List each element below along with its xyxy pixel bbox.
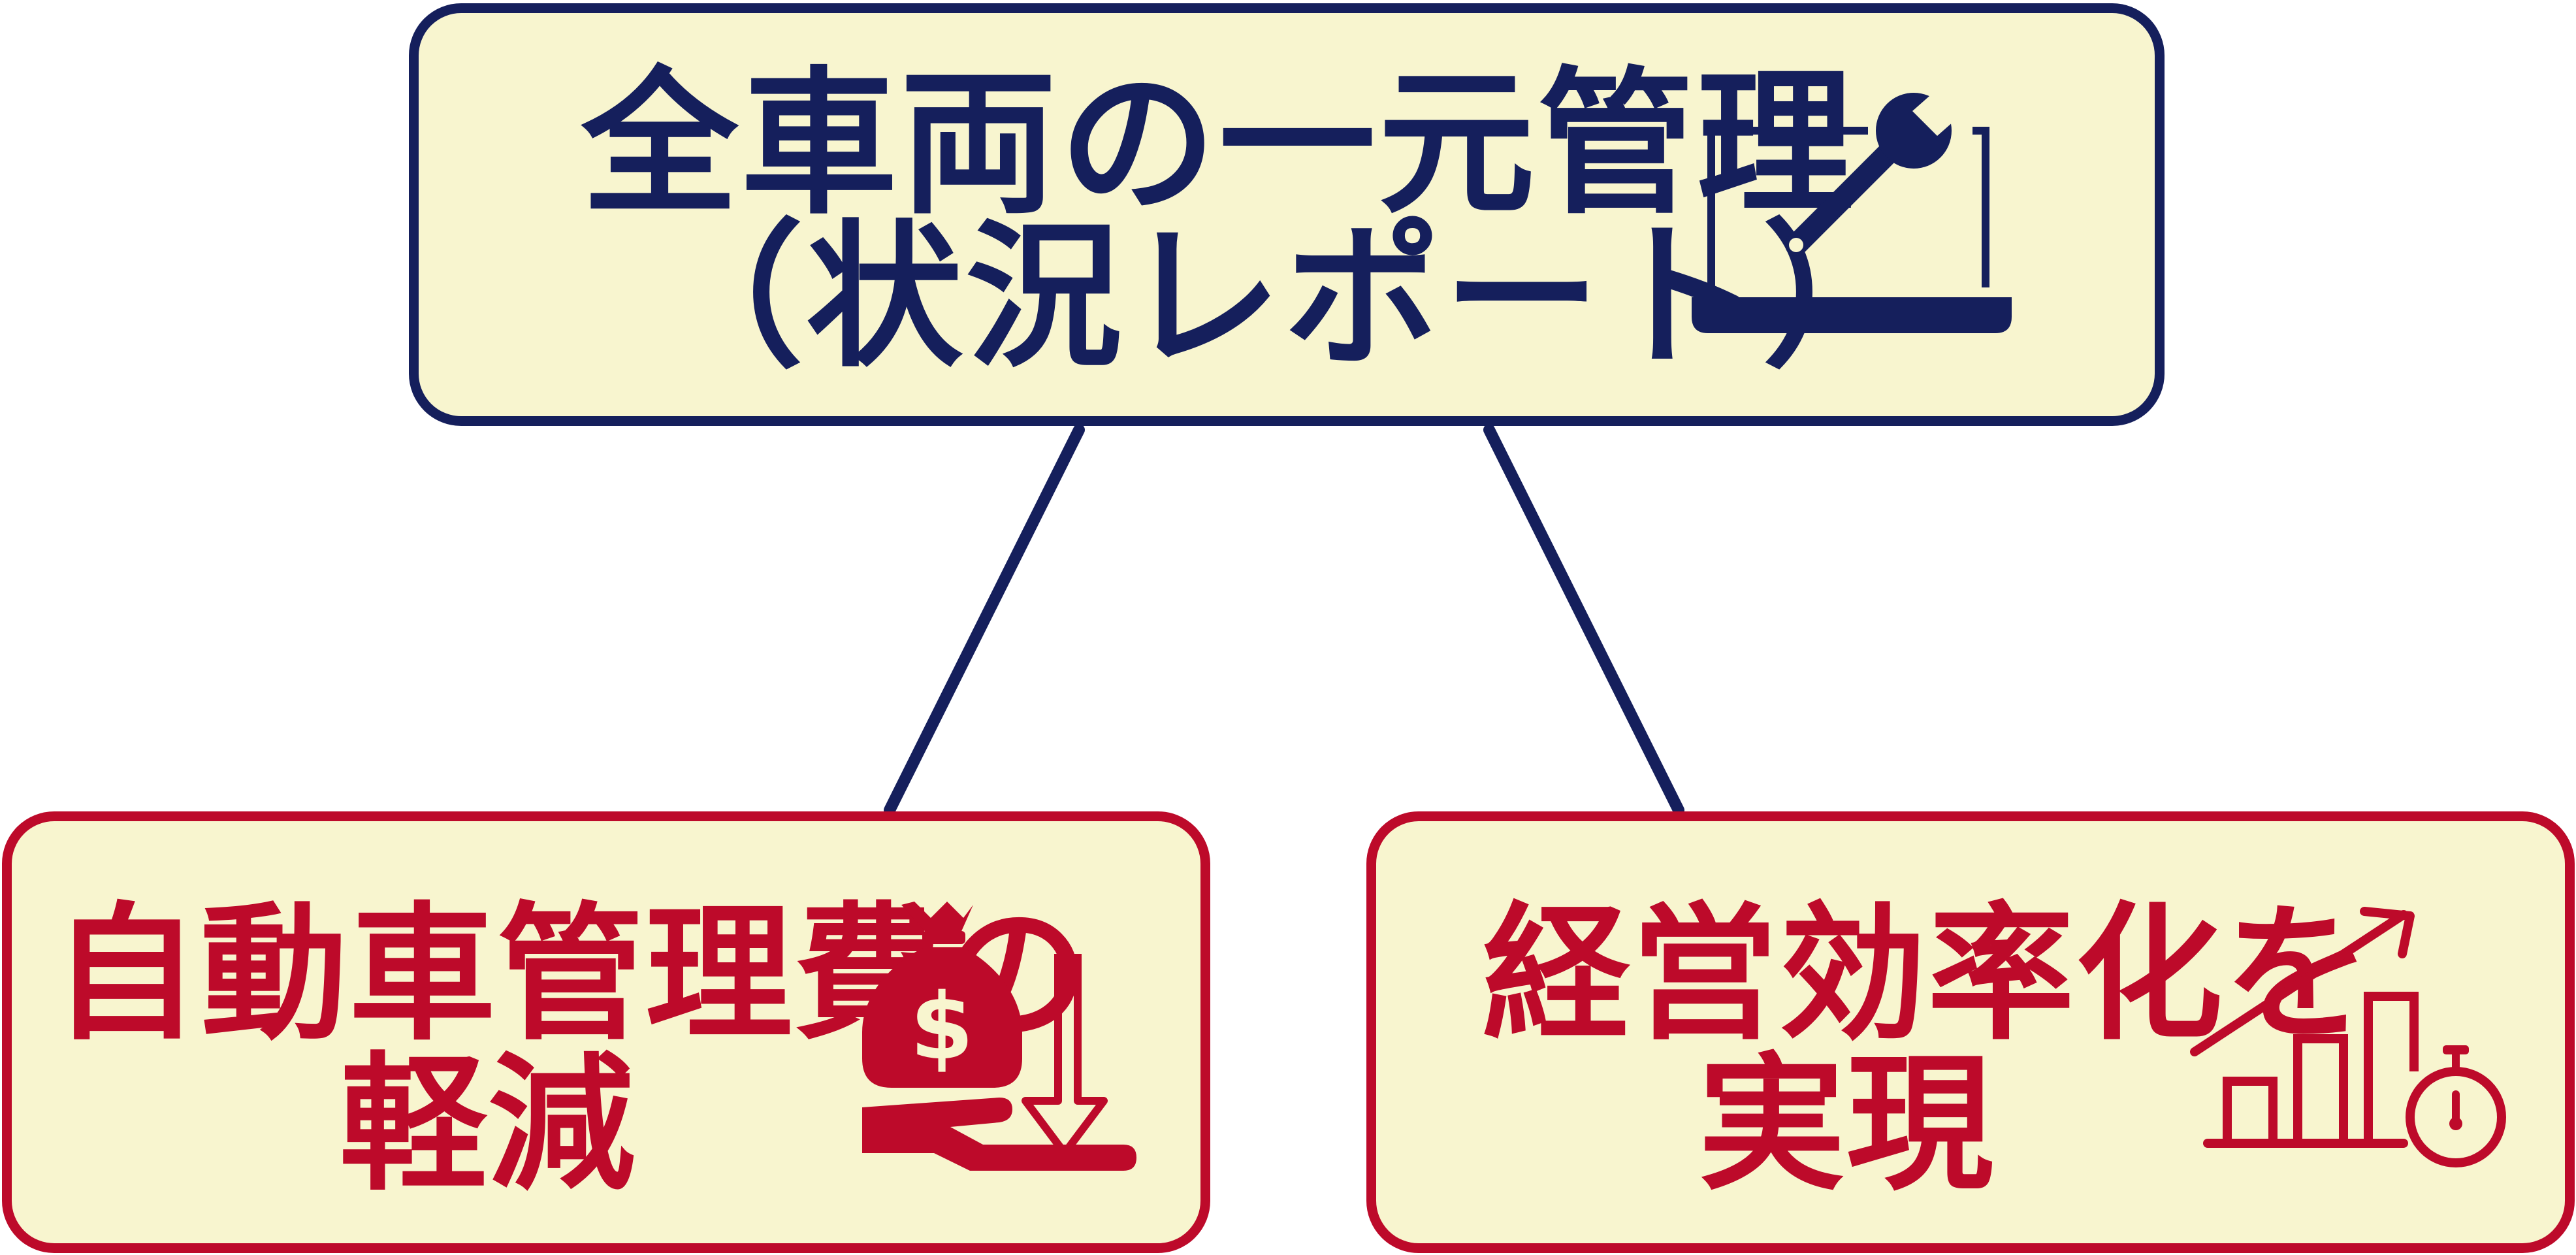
- money-bag-hand-down-arrow-icon: $: [862, 902, 1136, 1171]
- growth-chart-stopwatch-icon: [2190, 907, 2506, 1167]
- left-node-subtitle: 軽減: [340, 1039, 636, 1211]
- top-node-title: 全車両の一元管理: [581, 52, 1857, 235]
- connector-left: [884, 424, 1085, 816]
- svg-text:$: $: [910, 974, 973, 1081]
- right-node-box: [1366, 811, 2575, 1253]
- right-node-subtitle: 実現: [1698, 1039, 1995, 1211]
- connector-right: [1483, 424, 1684, 816]
- right-node-title: 経営効率化を: [1483, 889, 2372, 1060]
- laptop-wrench-icon: [1692, 91, 2012, 333]
- top-node-box: [409, 3, 2165, 426]
